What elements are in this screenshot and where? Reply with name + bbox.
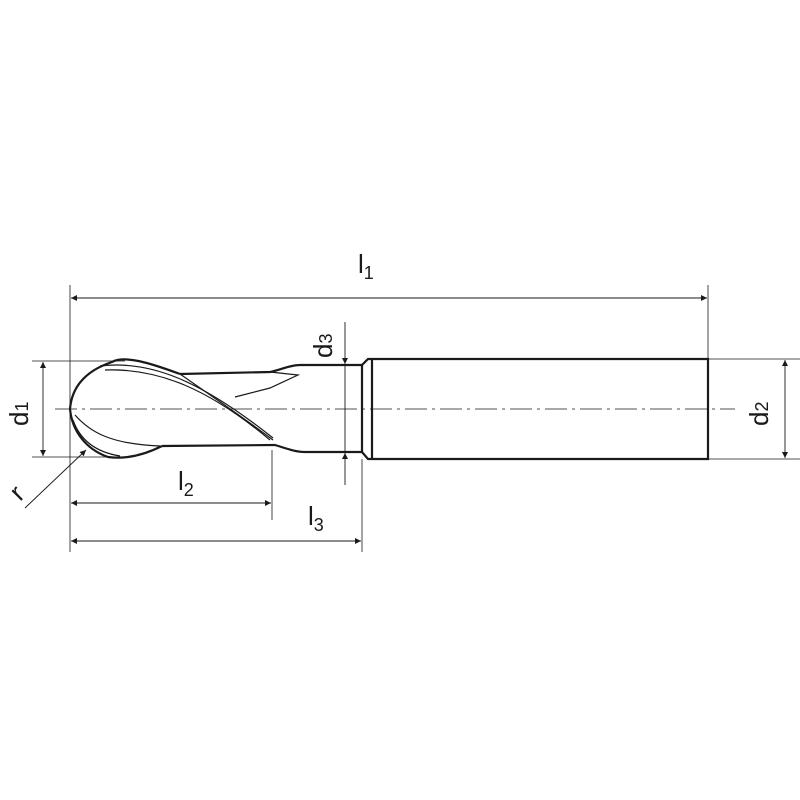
extension-lines (32, 285, 800, 552)
label-d2: d2 (744, 402, 774, 426)
dimension-lines (24, 295, 788, 544)
ball-nose (68, 358, 181, 459)
tool-outline (68, 357, 710, 461)
label-l3: l3 (308, 501, 324, 535)
label-l2: l2 (178, 466, 194, 500)
r-leader (24, 449, 87, 509)
neck (361, 357, 710, 461)
label-d1: d1 (4, 402, 34, 426)
flutes (72, 364, 301, 457)
label-r: r (3, 479, 31, 507)
label-l1: l1 (358, 249, 374, 283)
label-d3: d3 (308, 334, 338, 358)
